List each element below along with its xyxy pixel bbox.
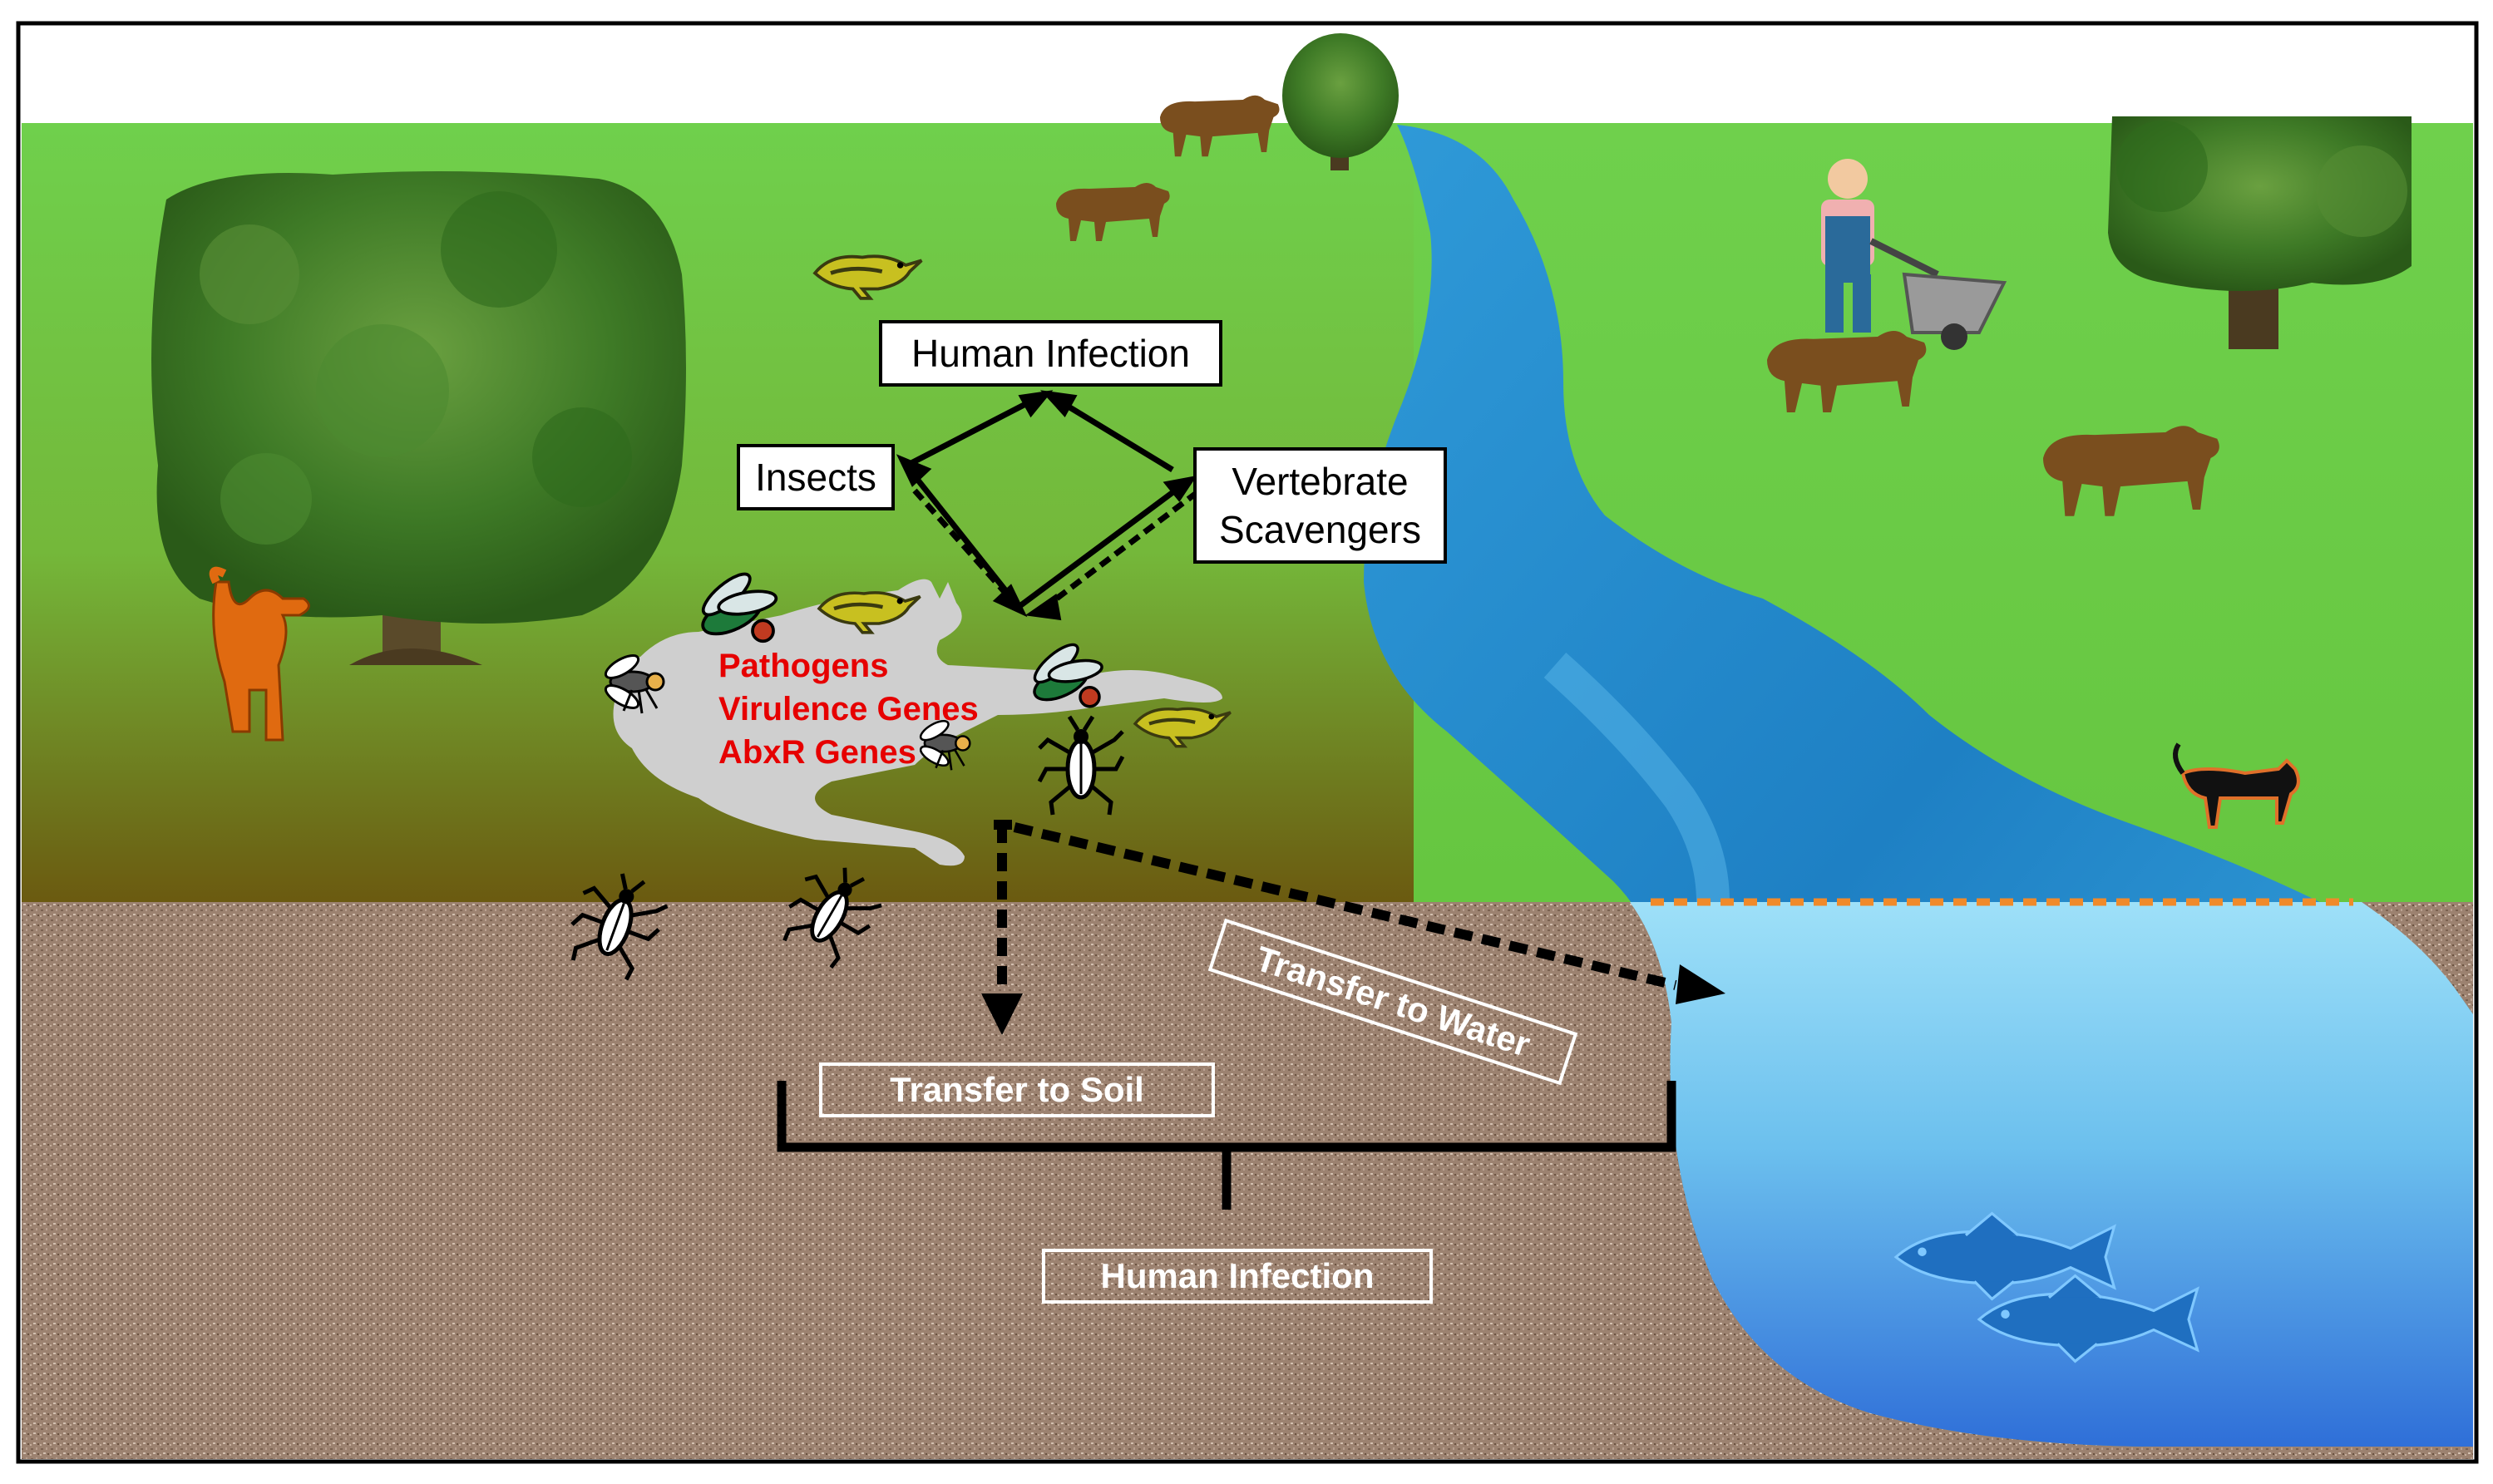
transfer-arrows: [994, 820, 1677, 993]
virulence-genes-text: Virulence Genes: [718, 691, 979, 727]
soil-arrow-head: [981, 993, 1023, 1035]
tree-icon: [151, 171, 686, 665]
infection-cycle-arrows: [896, 390, 1200, 621]
insects-label: Insects: [737, 444, 895, 510]
human-infection-label-top: Human Infection: [879, 320, 1222, 387]
vertebrate-scavengers-line1: Vertebrate: [1232, 460, 1409, 503]
bracket: [777, 1081, 1676, 1210]
farmer-icon: [1821, 159, 2007, 350]
vertebrate-scavengers-line2: Scavengers: [1219, 508, 1421, 551]
water-arrow-head: [1676, 964, 1725, 1004]
vertebrate-scavengers-label: Vertebrate Scavengers: [1193, 447, 1447, 564]
human-body-icon: [613, 579, 1222, 866]
pathogens-text: Pathogens: [718, 648, 889, 684]
tree-icon: [2108, 116, 2412, 349]
dog-icon: [209, 566, 310, 742]
pathogen-genes-label: Pathogens Virulence Genes AbxR Genes: [718, 644, 979, 774]
human-infection-label-bottom: Human Infection: [1042, 1249, 1433, 1304]
lake: [1630, 902, 2473, 1447]
transfer-to-soil-label: Transfer to Soil: [819, 1062, 1215, 1117]
tree-icon: [1282, 33, 1399, 170]
cat-icon: [2173, 742, 2300, 829]
abxr-genes-text: AbxR Genes: [718, 734, 916, 771]
